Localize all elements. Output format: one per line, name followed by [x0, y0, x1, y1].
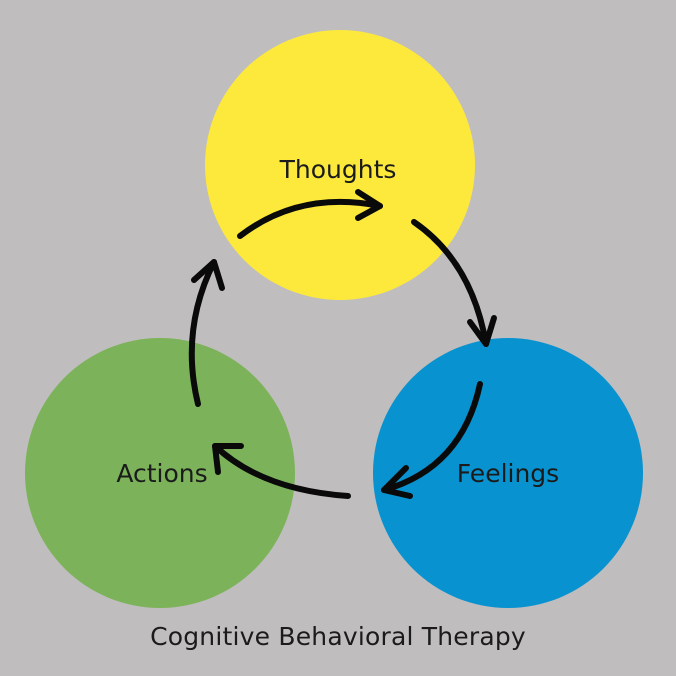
arrow-actions-to-thoughts — [188, 259, 225, 407]
actions-circle — [25, 338, 295, 608]
thoughts-label: Thoughts — [279, 155, 397, 184]
feelings-label: Feelings — [457, 459, 559, 488]
actions-label: Actions — [116, 459, 207, 488]
feelings-circle — [373, 338, 643, 608]
arrow-feelings-to-actions — [212, 381, 483, 499]
arrow-thoughts-inner — [237, 189, 383, 239]
thoughts-circle — [205, 30, 475, 300]
arrow-thoughts-to-feelings — [411, 219, 497, 347]
diagram-caption: Cognitive Behavioral Therapy — [150, 622, 526, 651]
